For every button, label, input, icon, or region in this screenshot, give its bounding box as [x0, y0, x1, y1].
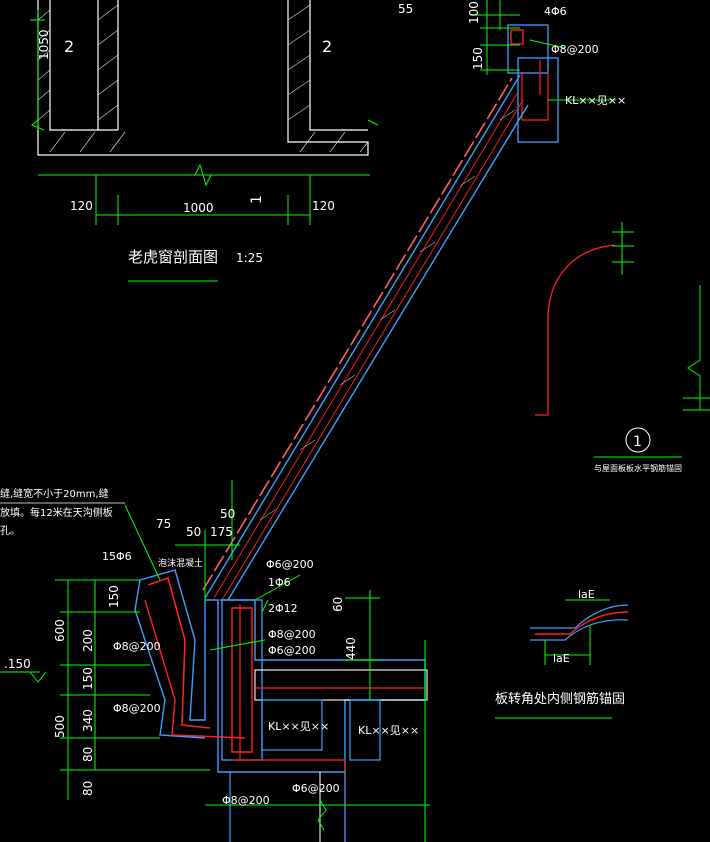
section-scale: 1:25: [236, 251, 263, 265]
note-line-3: 孔。: [0, 525, 20, 537]
dim-80a: 80: [81, 747, 95, 762]
dim-60: 60: [331, 597, 345, 612]
gutter-section: [134, 569, 428, 842]
rebar-4: 4Φ6: [544, 5, 567, 18]
stirrup-d: Φ8@200: [113, 702, 161, 715]
dim-50b: 50: [186, 525, 201, 539]
stirrup-top-gutter: Φ6@200: [266, 558, 314, 571]
gutter-dimension-lines: [0, 480, 430, 842]
top-beam: 55 100 150 4Φ6 Φ8@200 KL××见××: [398, 0, 626, 143]
elevation-150: .150: [4, 657, 31, 671]
lae-bottom: laE: [553, 652, 570, 665]
corner-rebar-detail: [495, 599, 629, 719]
dim-175: 175: [210, 525, 233, 539]
top-label-right: 2: [322, 37, 332, 56]
dim-150-mid: 150: [81, 667, 95, 690]
dim-150-top: 150: [471, 47, 485, 70]
dim-1000: 1000: [183, 201, 214, 215]
rebar-2: 2Φ12: [268, 602, 298, 615]
corner-caption: 板转角处内侧钢筋锚固: [495, 691, 625, 707]
beam-top: KL××见××: [565, 94, 626, 107]
dim-50a: 50: [220, 507, 235, 521]
rebar-1: 1Φ6: [268, 576, 291, 589]
detail-caption: 与屋面板板水平钢筋锚固: [594, 463, 682, 473]
detail-marker: 1: [633, 434, 642, 450]
stirrup-top: Φ8@200: [551, 43, 599, 56]
foam-concrete: 泡沫混凝土: [158, 557, 203, 569]
stirrup-e: Φ8@200: [222, 794, 270, 807]
stirrup-c: Φ8@200: [113, 640, 161, 653]
dim-120-right: 120: [312, 199, 335, 213]
dim-1050: 1050: [37, 29, 51, 60]
dim-340: 340: [81, 709, 95, 732]
sloped-roof-slab: [202, 74, 529, 601]
stirrup-a: Φ8@200: [268, 628, 316, 641]
note-line-1: 缝,缝宽不小于20mm,缝: [0, 487, 109, 500]
dim-75: 75: [156, 517, 171, 531]
anchorage-detail: [535, 222, 710, 458]
top-label-left: 2: [64, 37, 74, 56]
dim-120-left: 120: [70, 199, 93, 213]
section-title: 老虎窗剖面图: [128, 248, 218, 266]
dim-500: 500: [53, 715, 67, 738]
rebar-15: 15Φ6: [102, 550, 132, 563]
dim-80b: 80: [81, 781, 95, 796]
stirrup-f: Φ6@200: [292, 782, 340, 795]
dim-100: 100: [467, 1, 481, 24]
beam-1: KL××见××: [268, 720, 329, 733]
dim-600: 600: [53, 619, 67, 642]
dim-200: 200: [81, 629, 95, 652]
stirrup-b: Φ6@200: [268, 644, 316, 657]
dormer-section-walls: [37, 0, 369, 156]
top-label-mid: 1: [249, 195, 265, 204]
dim-55: 55: [398, 2, 413, 16]
dim-150-side: 150: [107, 585, 121, 608]
note-line-2: 放填。每12米在天沟侧板: [0, 506, 113, 519]
lae-top: laE: [578, 588, 595, 601]
beam-2: KL××见××: [358, 724, 419, 737]
dormer-dimension-lines: [30, 10, 379, 225]
dim-440: 440: [344, 637, 358, 660]
